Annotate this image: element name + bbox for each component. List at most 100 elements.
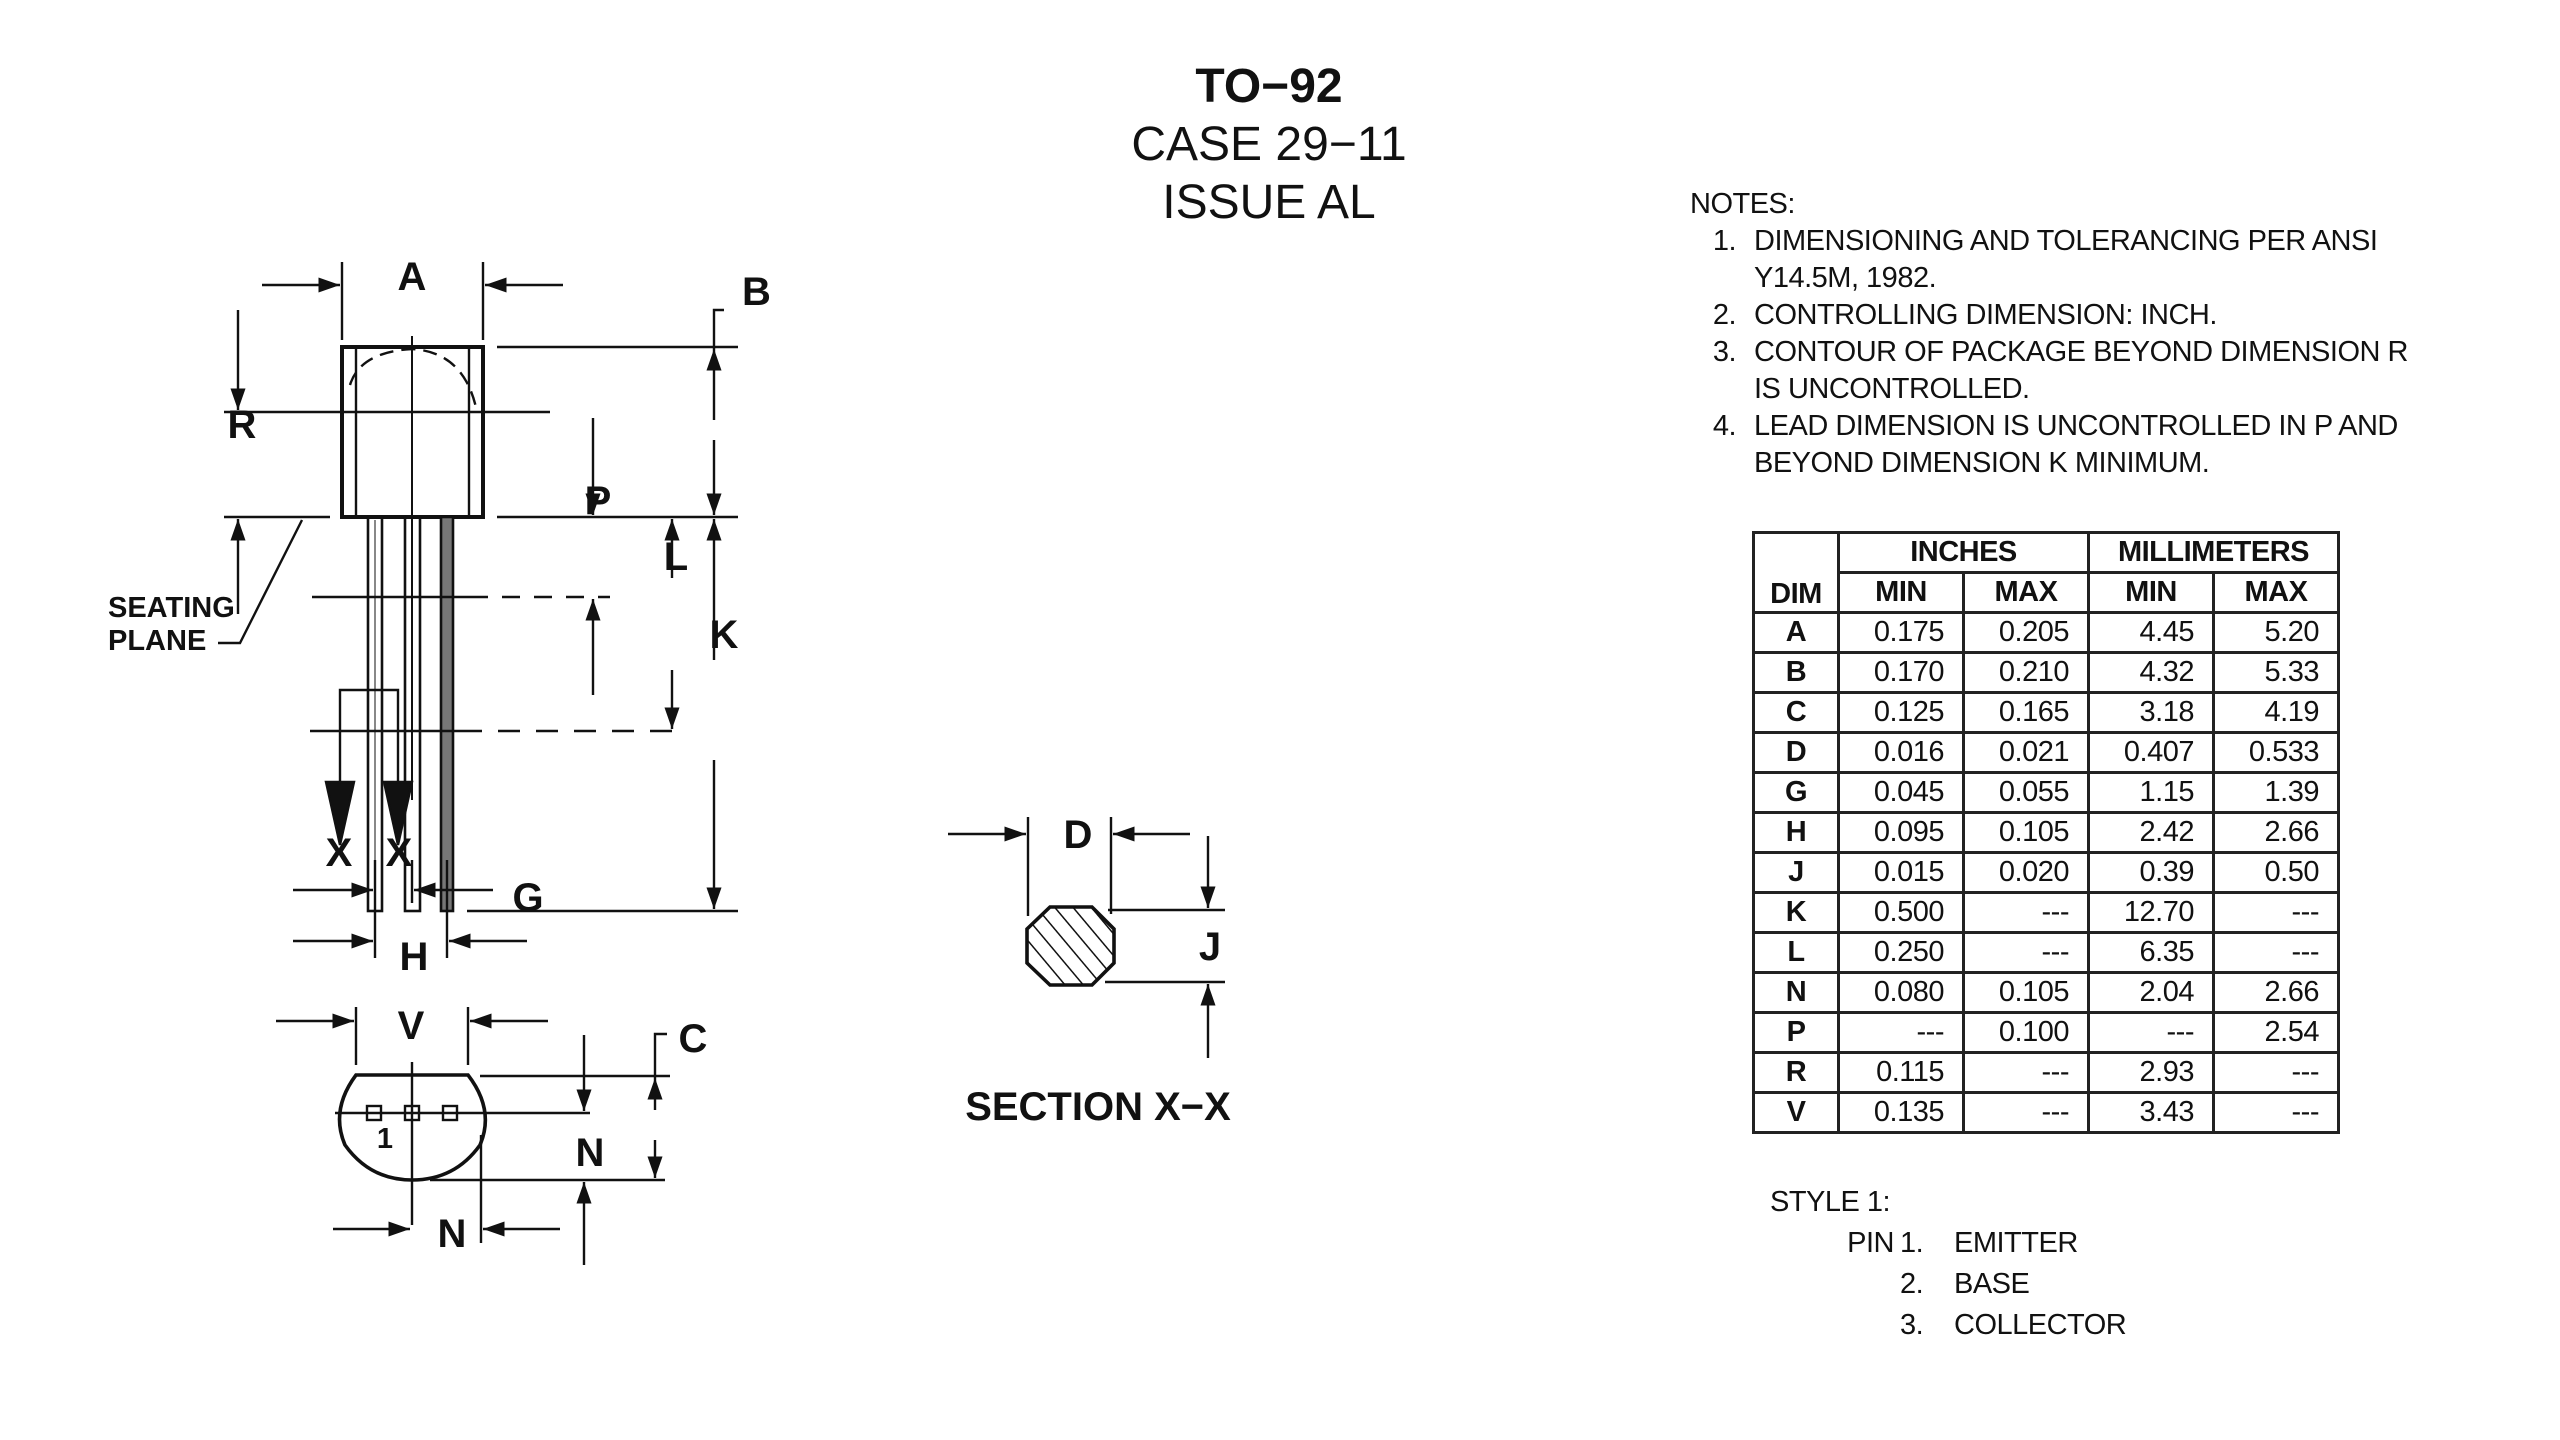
dim-value-cell: 0.080	[1837, 971, 1965, 1014]
dim-value-cell: 4.32	[2087, 651, 2215, 694]
dim-label-c: C	[679, 1017, 708, 1061]
dim-value-cell: 0.165	[1962, 691, 2090, 734]
pin-number: 1.	[1900, 1227, 1924, 1259]
dim-label-r: R	[228, 403, 257, 447]
note-number: 1.	[1712, 225, 1737, 257]
dim-letter-cell: G	[1752, 771, 1840, 814]
package-bottom-view	[335, 1062, 590, 1225]
dim-value-cell: ---	[1962, 1051, 2090, 1094]
dim-value-cell: 0.39	[2087, 851, 2215, 894]
dim-value-cell: 0.045	[1837, 771, 1965, 814]
notes-heading: NOTES:	[1690, 188, 1795, 220]
column-header-dim: DIM	[1752, 531, 1840, 614]
issue-label: ISSUE AL	[1162, 176, 1376, 229]
style-heading: STYLE 1:	[1770, 1186, 1891, 1218]
dim-value-cell: ---	[1962, 931, 2090, 974]
dimension-r	[224, 310, 550, 614]
dim-value-cell: 0.533	[2212, 731, 2340, 774]
pin-row: 2. BASE	[1770, 1264, 2126, 1305]
dim-value-cell: 0.100	[1962, 1011, 2090, 1054]
pin-number: 2.	[1900, 1268, 1924, 1300]
dim-label-l: L	[664, 535, 688, 579]
dim-label-a: A	[398, 255, 427, 299]
note-text: DIMENSIONING AND TOLERANCING PER ANSI Y1…	[1754, 223, 2454, 297]
dim-value-cell: 2.66	[2212, 971, 2340, 1014]
pin-row: PIN 1. EMITTER	[1770, 1223, 2126, 1264]
dim-value-cell: ---	[2087, 1011, 2215, 1054]
dimension-a	[262, 262, 563, 340]
dim-value-cell: 12.70	[2087, 891, 2215, 934]
pin-name: EMITTER	[1954, 1227, 2078, 1259]
dimension-p	[312, 418, 610, 695]
pin-row: 3. COLLECTOR	[1770, 1305, 2127, 1346]
dim-value-cell: 0.170	[1837, 651, 1965, 694]
dim-letter-cell: A	[1752, 611, 1840, 654]
note-line: BEYOND DIMENSION K MINIMUM.	[1754, 447, 2210, 479]
note-text: CONTROLLING DIMENSION: INCH.	[1754, 297, 2454, 334]
section-marker-x-right: X	[386, 831, 413, 875]
seating-plane-label-line1: SEATING	[108, 592, 235, 624]
dim-label-d: D	[1064, 813, 1093, 857]
dim-value-cell: 0.095	[1837, 811, 1965, 854]
dim-value-cell: 1.15	[2087, 771, 2215, 814]
table-row: P---0.100---2.54	[1752, 1011, 2340, 1054]
pin-name: COLLECTOR	[1954, 1309, 2127, 1341]
dim-value-cell: 6.35	[2087, 931, 2215, 974]
dim-letter-cell: L	[1752, 931, 1840, 974]
note-line: CONTROLLING DIMENSION: INCH.	[1754, 299, 2217, 331]
dim-value-cell: 2.42	[2087, 811, 2215, 854]
dim-label-n-horizontal: N	[438, 1212, 467, 1256]
dim-value-cell: 2.04	[2087, 971, 2215, 1014]
dim-value-cell: 0.135	[1837, 1091, 1965, 1134]
dim-value-cell: 1.39	[2212, 771, 2340, 814]
dim-value-cell: 0.500	[1837, 891, 1965, 934]
dim-value-cell: 3.18	[2087, 691, 2215, 734]
dim-label-j: J	[1199, 925, 1221, 969]
note-number: 3.	[1712, 336, 1737, 368]
pin-prefix-spacer	[1770, 1305, 1900, 1346]
group-header-millimeters: MILLIMETERS	[2087, 531, 2340, 574]
dim-value-cell: 4.45	[2087, 611, 2215, 654]
leads-side-view	[366, 515, 455, 913]
dim-value-cell: ---	[2212, 1091, 2340, 1134]
column-header-mm-max: MAX	[2212, 571, 2340, 614]
dim-value-cell: 0.020	[1962, 851, 2090, 894]
dim-value-cell: ---	[1962, 1091, 2090, 1134]
note-line: IS UNCONTROLLED.	[1754, 373, 2030, 405]
group-header-inches: INCHES	[1837, 531, 2090, 574]
note-line: CONTOUR OF PACKAGE BEYOND DIMENSION R	[1754, 336, 2408, 368]
dim-value-cell: 0.015	[1837, 851, 1965, 894]
dim-letter-cell: P	[1752, 1011, 1840, 1054]
note-item: 4. LEAD DIMENSION IS UNCONTROLLED IN P A…	[1690, 408, 2454, 482]
dim-value-cell: 0.407	[2087, 731, 2215, 774]
section-cut-indicator	[324, 688, 414, 846]
dimension-n-vertical-c	[430, 1032, 670, 1265]
note-item: 1. DIMENSIONING AND TOLERANCING PER ANSI…	[1690, 223, 2454, 297]
dimension-table: DIM INCHES MILLIMETERS MIN MAX MIN MAX A…	[1752, 531, 2340, 1134]
note-number: 4.	[1712, 410, 1737, 442]
note-number: 2.	[1712, 299, 1737, 331]
dim-value-cell: 0.210	[1962, 651, 2090, 694]
note-item: 2. CONTROLLING DIMENSION: INCH.	[1690, 297, 2454, 334]
note-text: CONTOUR OF PACKAGE BEYOND DIMENSION R IS…	[1754, 334, 2454, 408]
note-item: 3. CONTOUR OF PACKAGE BEYOND DIMENSION R…	[1690, 334, 2454, 408]
case-number: CASE 29−11	[1131, 118, 1407, 171]
dim-letter-cell: K	[1752, 891, 1840, 934]
dim-value-cell: 0.115	[1837, 1051, 1965, 1094]
dim-letter-cell: R	[1752, 1051, 1840, 1094]
notes-block: NOTES: 1. DIMENSIONING AND TOLERANCING P…	[1690, 186, 2454, 482]
dim-letter-cell: H	[1752, 811, 1840, 854]
dim-value-cell: ---	[1837, 1011, 1965, 1054]
dim-label-k: K	[710, 613, 739, 657]
dim-value-cell: 0.055	[1962, 771, 2090, 814]
column-header-mm-min: MIN	[2087, 571, 2215, 614]
